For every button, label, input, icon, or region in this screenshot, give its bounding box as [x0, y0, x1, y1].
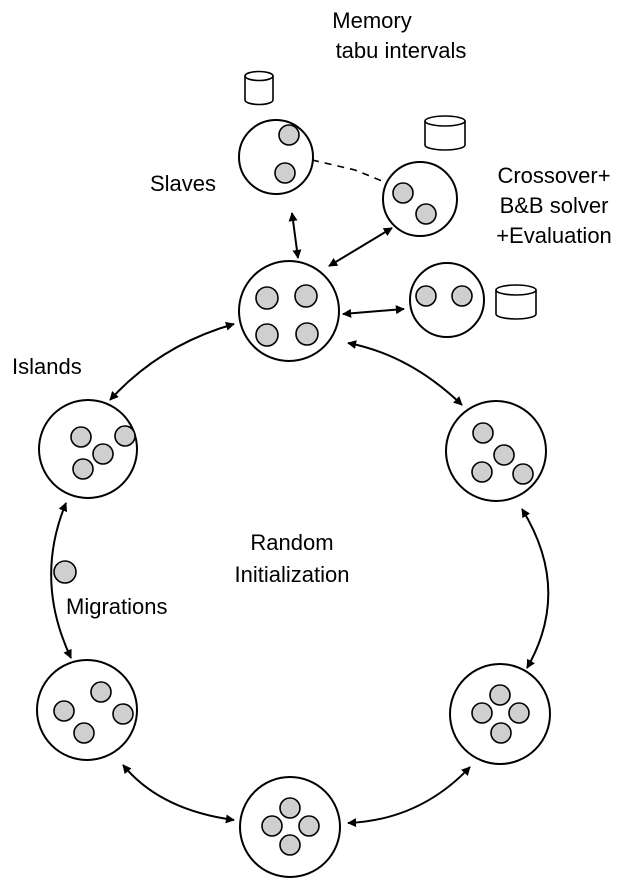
island-node-left-bottom — [36, 659, 138, 761]
arrow-island-right-migration — [521, 508, 550, 669]
arrow-master-slave-side — [342, 305, 405, 318]
arrow-master-slave-right — [328, 227, 393, 267]
island-node-left-top — [38, 399, 138, 499]
crossover-label-line3: +Evaluation — [496, 223, 612, 248]
slave-link-dashed — [311, 159, 385, 183]
database-cylinder-icon — [244, 70, 274, 106]
memory-label-line1: Memory — [332, 8, 411, 33]
database-cylinder-icon — [495, 284, 537, 320]
migrations-label: Migrations — [66, 594, 167, 619]
memory-label-line2: tabu intervals — [336, 38, 467, 63]
master-island-node — [238, 260, 340, 362]
arrow-island-left-migration — [50, 502, 72, 659]
arrow-island-bottom-right — [347, 766, 471, 828]
database-cylinder-icon — [424, 115, 466, 151]
crossover-label-line1: Crossover+ — [497, 163, 610, 188]
island-node-right-top — [445, 400, 547, 502]
island-node-right-bottom — [449, 663, 551, 765]
random-init-label-line1: Random — [250, 530, 333, 555]
slaves-label: Slaves — [150, 171, 216, 196]
islands-label: Islands — [12, 354, 82, 379]
slave-node-side — [409, 262, 485, 338]
slave-node-crossover — [382, 161, 458, 237]
migrating-individual-icon — [53, 560, 77, 584]
arrow-master-island-right — [347, 340, 463, 406]
slave-node-top — [238, 119, 314, 195]
arrow-master-island-left — [109, 321, 235, 401]
island-node-bottom — [239, 776, 341, 878]
crossover-label-line2: B&B solver — [500, 193, 609, 218]
arrow-master-slave-left — [288, 212, 302, 259]
arrow-island-bottom-left — [122, 764, 235, 824]
random-init-label-line2: Initialization — [235, 562, 350, 587]
